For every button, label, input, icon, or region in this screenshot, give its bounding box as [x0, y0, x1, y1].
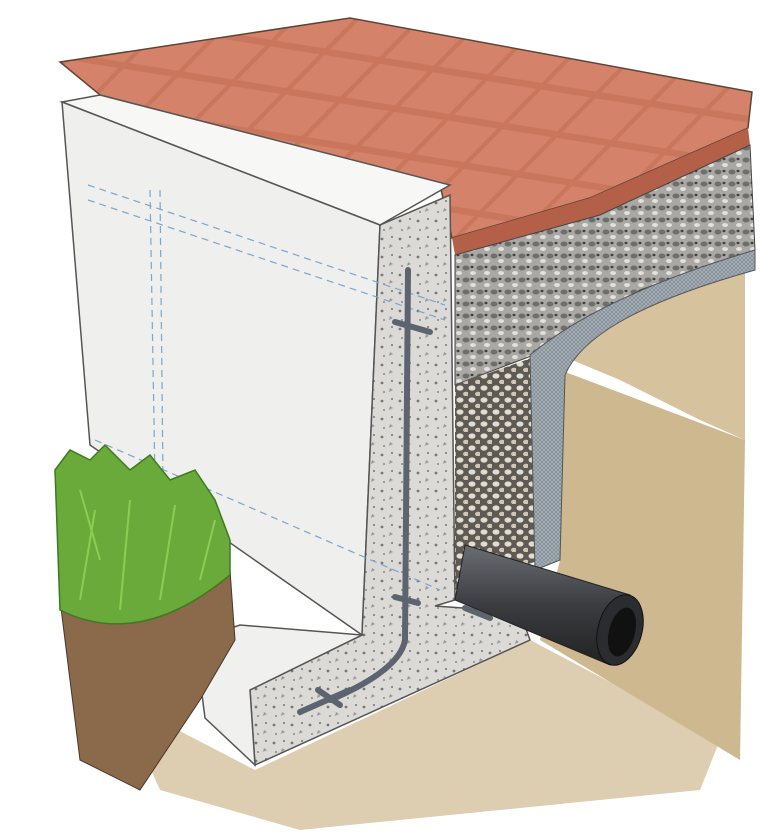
brick-edge — [452, 128, 750, 255]
footing-face — [194, 624, 365, 767]
soil-floor — [120, 640, 720, 830]
soil-cut — [540, 370, 745, 760]
rebar — [297, 267, 493, 715]
filter-fabric — [529, 249, 756, 571]
drain-pipe — [454, 544, 644, 666]
drainage-gravel — [455, 355, 540, 590]
soil-bank — [560, 240, 745, 440]
grass-blades — [79, 489, 216, 611]
guide-lines — [87, 184, 446, 591]
grass — [54, 443, 231, 625]
